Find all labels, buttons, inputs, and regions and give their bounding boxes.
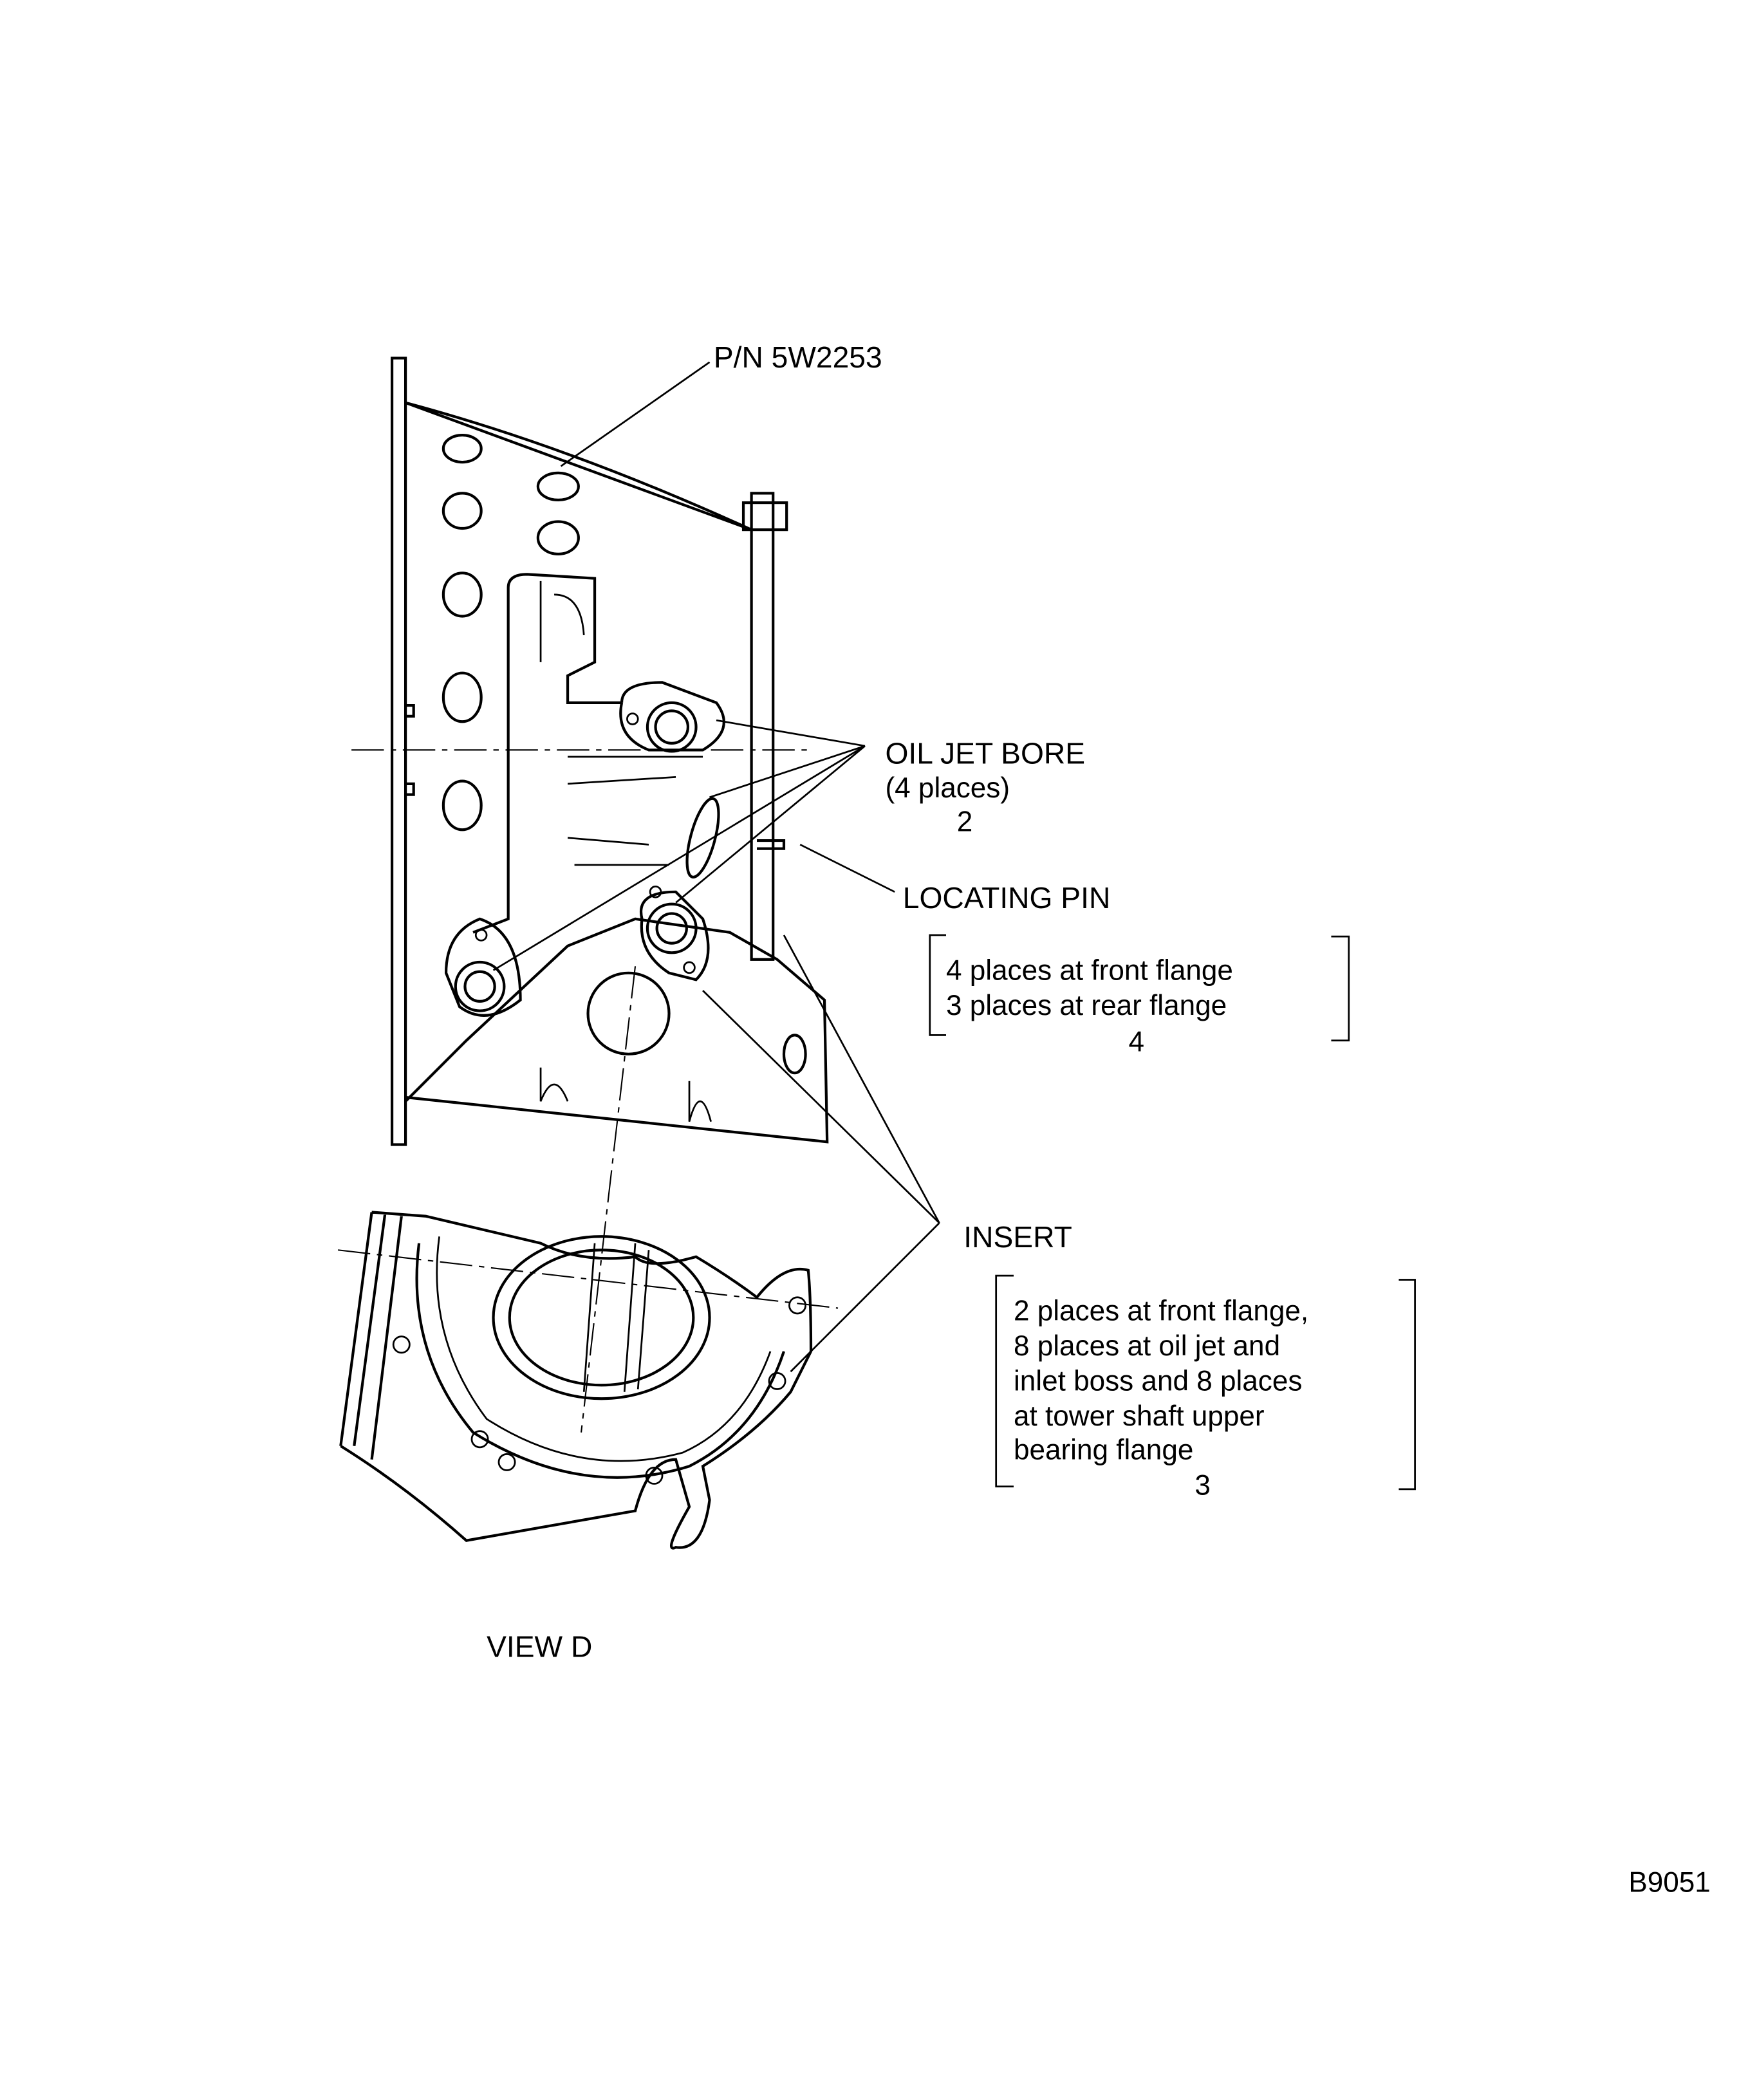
insert-line-1: 2 places at front flange, <box>1014 1295 1308 1326</box>
locating-pin-ref: 4 <box>1128 1027 1144 1058</box>
insert-line-3: inlet boss and 8 places <box>1014 1366 1302 1397</box>
insert-callout: INSERT 2 places at front flange, 8 place… <box>963 1220 1416 1501</box>
view-label: VIEW D <box>487 1630 592 1663</box>
housing-drawing <box>337 357 839 1550</box>
insert-line-2: 8 places at oil jet and <box>1014 1330 1280 1362</box>
locating-pin-line-2: 3 places at rear flange <box>946 990 1227 1021</box>
part-number-label: P/N 5W2253 <box>714 340 882 374</box>
oil-jet-bore-ref: 2 <box>957 806 973 837</box>
oil-jet-bore-qty: (4 places) <box>885 772 1010 804</box>
lower-view-flange <box>337 1211 839 1550</box>
insert-bracket <box>995 1274 1416 1491</box>
oil-jet-bore-title: OIL JET BORE <box>885 736 1085 770</box>
figure-id: B9051 <box>1628 1867 1710 1899</box>
locating-pin-callout: LOCATING PIN 4 places at front flange 3 … <box>903 881 1350 1058</box>
insert-ref: 3 <box>1195 1469 1211 1501</box>
insert-title: INSERT <box>963 1220 1072 1254</box>
oil-jet-bore-callout: OIL JET BORE (4 places) 2 <box>885 736 1085 837</box>
lightening-holes <box>442 434 807 1075</box>
oil-jet-bosses <box>444 681 725 1055</box>
locating-pin-bracket <box>929 934 1350 1042</box>
locating-pin-line-1: 4 places at front flange <box>946 954 1233 986</box>
insert-line-5: bearing flange <box>1014 1435 1193 1466</box>
insert-line-4: at tower shaft upper <box>1014 1400 1265 1432</box>
leader-lines <box>492 361 940 1373</box>
locating-pin-title: LOCATING PIN <box>903 881 1111 915</box>
